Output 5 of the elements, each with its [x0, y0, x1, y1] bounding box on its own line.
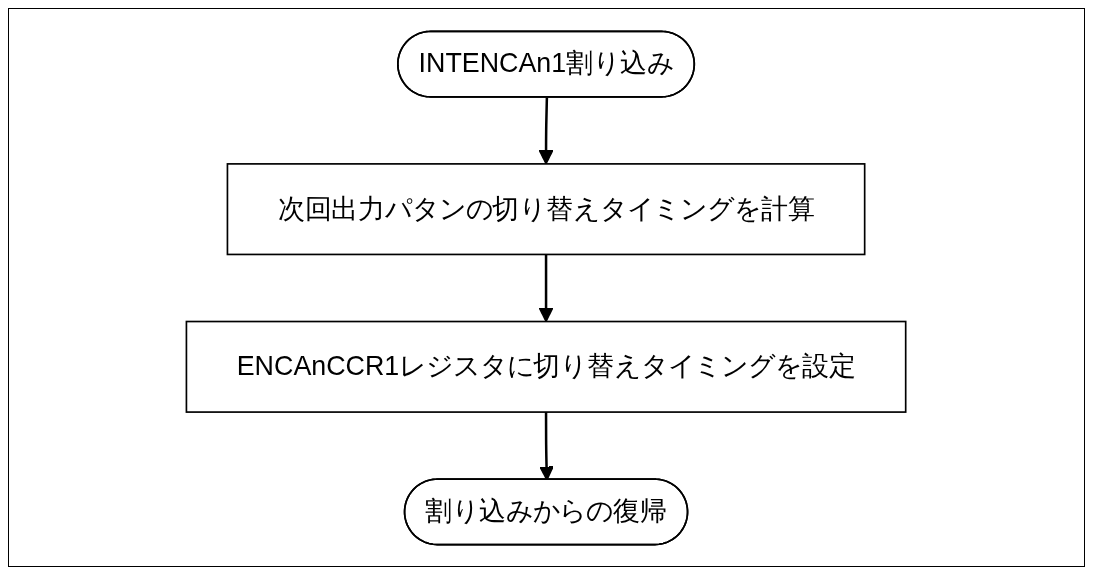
diagram-frame: INTENCAn1割り込み 次回出力パタンの切り替えタイミングを計算 ENCAnCCR1レジスタに切り替えタイミングを設定 割り込みからの復帰	[8, 8, 1085, 567]
arrow	[539, 253, 554, 322]
arrow	[539, 97, 554, 165]
node-box	[186, 320, 907, 413]
node-box	[227, 162, 866, 255]
